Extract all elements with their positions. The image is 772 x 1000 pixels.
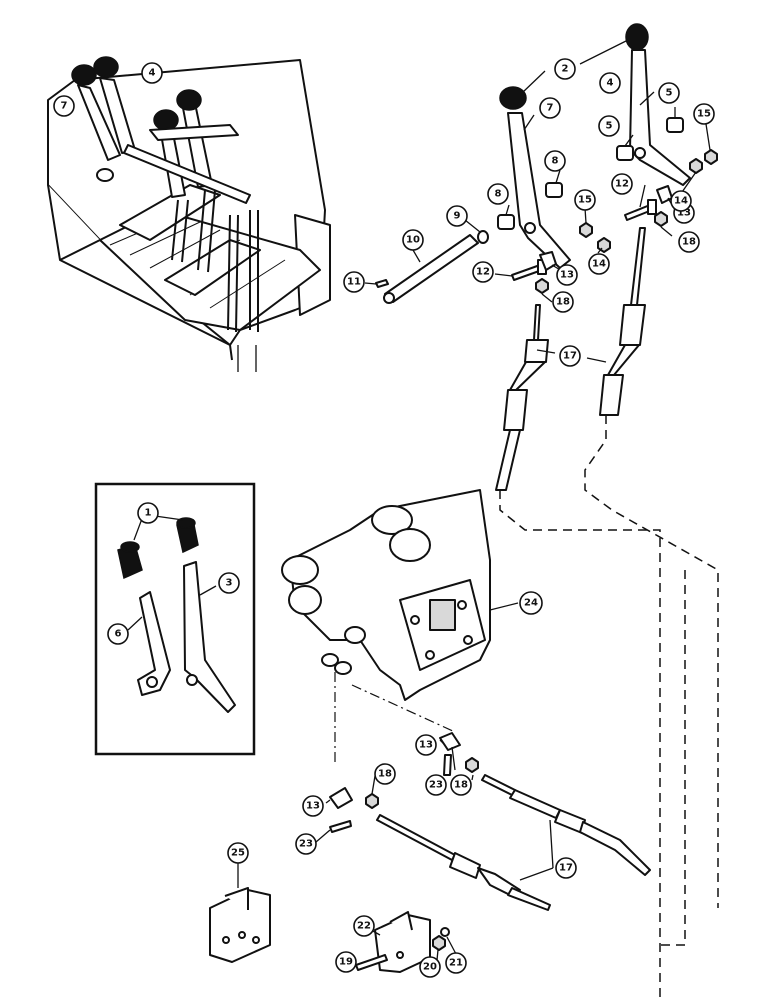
- svg-text:18: 18: [682, 237, 696, 248]
- svg-text:5: 5: [606, 121, 613, 132]
- callout-14-left: 14: [588, 253, 610, 275]
- svg-text:23: 23: [299, 839, 313, 850]
- svg-text:15: 15: [697, 109, 711, 120]
- callout-11: 11: [343, 271, 365, 293]
- lever-assembly-exploded: [364, 23, 719, 1000]
- callout-15-right: 15: [693, 103, 715, 125]
- callout-24: 24: [519, 591, 543, 615]
- callout-18-upper-left: 18: [552, 291, 574, 313]
- callout-3: 3: [218, 572, 240, 594]
- callout-12-right: 12: [611, 173, 633, 195]
- control-console-assembly: [47, 56, 331, 372]
- callout-18-lower-right: 18: [450, 774, 472, 796]
- callout-8-lower: 8: [487, 183, 509, 205]
- svg-text:11: 11: [347, 277, 361, 288]
- callout-7-lever: 7: [539, 97, 561, 119]
- callout-13-lower-right: 13: [415, 734, 437, 756]
- callout-18-lower-left: 18: [374, 763, 396, 785]
- callout-5-lower: 5: [598, 115, 620, 137]
- callout-13-lower-left: 13: [302, 795, 324, 817]
- callout-2: 2: [554, 58, 576, 80]
- svg-text:18: 18: [556, 297, 570, 308]
- callout-1: 1: [137, 502, 159, 524]
- callout-14-right: 14: [670, 190, 692, 212]
- callout-12-left: 12: [472, 261, 494, 283]
- svg-text:1: 1: [145, 508, 152, 519]
- callout-4-lever: 4: [599, 72, 621, 94]
- svg-text:22: 22: [357, 921, 371, 932]
- svg-text:13: 13: [677, 208, 691, 219]
- svg-text:18: 18: [378, 769, 392, 780]
- svg-text:14: 14: [592, 259, 606, 270]
- svg-text:6: 6: [115, 629, 122, 640]
- callout-10: 10: [402, 229, 424, 251]
- callout-9: 9: [446, 205, 468, 227]
- svg-text:23: 23: [429, 780, 443, 791]
- svg-text:5: 5: [666, 88, 673, 99]
- lower-cable-hardware: [209, 732, 651, 973]
- svg-text:20: 20: [423, 962, 437, 973]
- svg-text:13: 13: [419, 740, 433, 751]
- svg-text:13: 13: [306, 801, 320, 812]
- callout-6: 6: [107, 623, 129, 645]
- callout-20: 20: [419, 956, 441, 978]
- svg-text:24: 24: [524, 598, 538, 609]
- callout-15-left: 15: [574, 189, 596, 211]
- svg-text:9: 9: [454, 211, 461, 222]
- callout-19: 19: [335, 951, 357, 973]
- svg-text:4: 4: [149, 68, 156, 79]
- control-valve-assembly: [281, 489, 519, 701]
- svg-text:7: 7: [547, 103, 554, 114]
- callout-22: 22: [353, 915, 375, 937]
- svg-text:14: 14: [674, 196, 688, 207]
- callout-23-upper: 23: [425, 774, 447, 796]
- svg-text:7: 7: [61, 101, 68, 112]
- svg-text:12: 12: [476, 267, 490, 278]
- alternate-levers-inset: [94, 482, 256, 756]
- callout-8-upper: 8: [544, 150, 566, 172]
- callout-18-upper-right: 18: [678, 231, 700, 253]
- callout-25: 25: [227, 842, 249, 864]
- callout-7-console: 7: [53, 95, 75, 117]
- svg-text:8: 8: [552, 156, 559, 167]
- callout-13-left: 13: [556, 264, 578, 286]
- callout-17-lower: 17: [555, 857, 577, 879]
- svg-text:21: 21: [449, 958, 463, 969]
- svg-text:13: 13: [560, 270, 574, 281]
- callout-23-lower: 23: [295, 833, 317, 855]
- callout-17-upper: 17: [559, 345, 581, 367]
- svg-text:2: 2: [562, 64, 569, 75]
- svg-text:4: 4: [607, 78, 614, 89]
- svg-text:15: 15: [578, 195, 592, 206]
- svg-text:25: 25: [231, 848, 245, 859]
- svg-text:3: 3: [226, 578, 233, 589]
- svg-text:12: 12: [615, 179, 629, 190]
- svg-text:18: 18: [454, 780, 468, 791]
- callout-4-console: 4: [141, 62, 163, 84]
- svg-text:10: 10: [406, 235, 420, 246]
- callout-21: 21: [445, 952, 467, 974]
- svg-text:19: 19: [339, 957, 353, 968]
- svg-text:8: 8: [495, 189, 502, 200]
- svg-text:17: 17: [563, 351, 577, 362]
- svg-text:17: 17: [559, 863, 573, 874]
- callout-5-upper: 5: [658, 82, 680, 104]
